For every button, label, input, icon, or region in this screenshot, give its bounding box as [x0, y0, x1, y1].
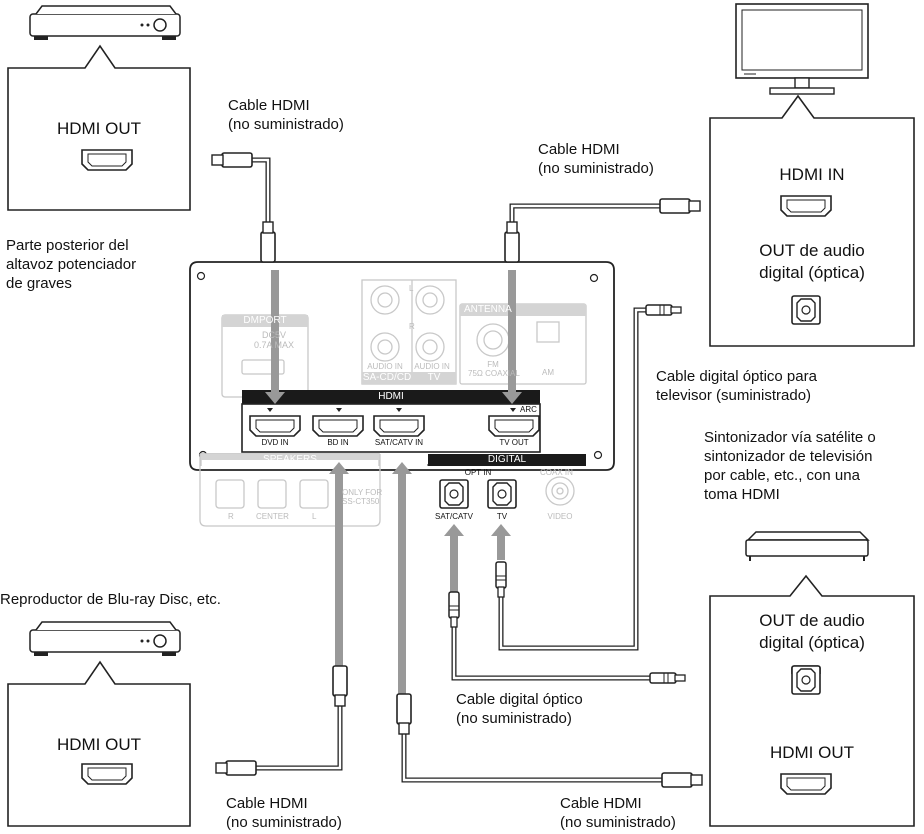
tv-device-box	[709, 94, 915, 347]
bottom-left-hdmi-out-label: HDMI OUT	[56, 735, 142, 754]
video-label: VIDEO	[547, 512, 573, 521]
cable-optical-label: Cable digital óptico (no suministrado)	[456, 691, 583, 727]
antenna-label: ANTENNA	[464, 304, 512, 315]
top-left-device-box	[7, 44, 191, 211]
cable-hdmi-label-bottom-right: Cable HDMI (no suministrado)	[560, 795, 676, 831]
dc-rating-label: DC5V 0.7A MAX	[253, 330, 295, 350]
bd-in-label: BD IN	[327, 438, 349, 447]
dvd-in-label: DVD IN	[261, 438, 289, 447]
cable-optical-tv-label: Cable digital óptico para televisor (sum…	[656, 368, 817, 404]
speakers-block	[200, 454, 380, 460]
hdmi-band	[242, 390, 540, 404]
tv-optical-out-label: OUT de audio digital (óptica)	[759, 241, 865, 282]
tv-out-label: TV OUT	[499, 438, 529, 447]
fm-label: FM 75Ω COAXIAL	[468, 360, 520, 378]
top-left-hdmi-out-label: HDMI OUT	[56, 119, 142, 138]
only-for-label: ONLY FOR SS-CT350	[342, 488, 383, 506]
digital-band	[428, 454, 586, 466]
coax-in-label: COAX IN	[540, 468, 573, 477]
digital-label: DIGITAL	[487, 454, 527, 465]
sat-catv-in-label: SAT/CATV IN	[374, 438, 424, 447]
cable-hdmi-label-top-left: Cable HDMI (no suministrado)	[228, 97, 344, 133]
sat-catv-opt-label: SAT/CATV	[435, 512, 473, 521]
cable-hdmi-label-top-right: Cable HDMI (no suministrado)	[538, 141, 654, 177]
sat-hdmi-out-label: HDMI OUT	[769, 743, 855, 762]
port-arrows	[267, 408, 516, 412]
speaker-terminals-faded	[215, 479, 329, 509]
spk-center-label: CENTER	[256, 512, 289, 521]
audio-r-label: R	[409, 322, 415, 331]
audio-in-label-1: AUDIO IN	[367, 362, 403, 371]
spk-l-label: L	[312, 512, 317, 521]
dmport-label: DMPORT	[243, 315, 287, 326]
subwoofer-rear-label: Parte posterior del altavoz potenciador …	[6, 237, 137, 292]
audio-l-label: L	[409, 284, 414, 293]
coax-in-port-icon	[545, 476, 575, 506]
connection-arrows	[265, 270, 522, 698]
opt-in-label: OPT IN	[464, 468, 492, 477]
hdmi-header-label: HDMI	[378, 391, 404, 402]
bluray-player-label: Reproductor de Blu-ray Disc, etc.	[0, 591, 221, 608]
tv-icon	[735, 3, 869, 95]
speakers-label: SPEAKERS	[263, 454, 317, 465]
am-label: AM	[542, 368, 554, 377]
spk-r-label: R	[228, 512, 234, 521]
tv-audio-label: TV	[427, 372, 441, 383]
tuner-description-label: Sintonizador vía satélite o sintonizador…	[704, 429, 876, 503]
sat-optical-out-label: OUT de audio digital (óptica)	[759, 611, 865, 652]
sa-cd-label: SA-CD/CD	[362, 372, 412, 383]
tv-opt-label: TV	[496, 512, 508, 521]
tv-hdmi-in-label: HDMI IN	[779, 165, 845, 184]
cable-hdmi-label-bottom-left: Cable HDMI (no suministrado)	[226, 795, 342, 831]
arc-label: ARC	[520, 405, 537, 414]
audio-in-label-2: AUDIO IN	[414, 362, 450, 371]
bottom-left-device-box	[7, 660, 191, 827]
